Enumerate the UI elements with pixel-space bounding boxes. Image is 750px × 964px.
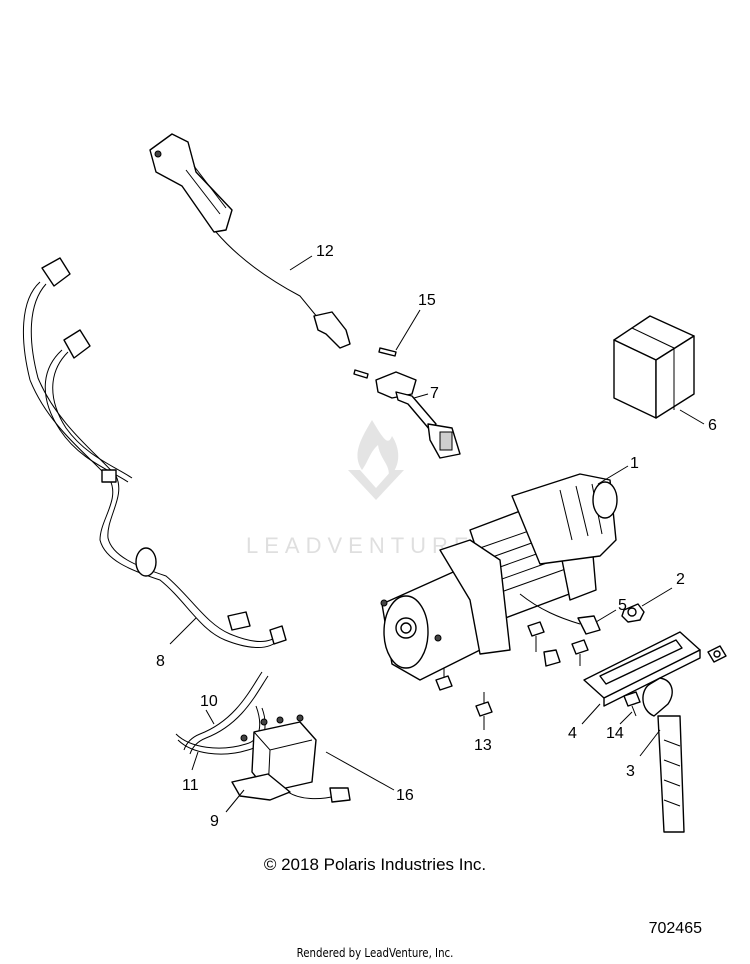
part-7-connector[interactable]	[375, 371, 461, 459]
part-fairlead-bolt[interactable]	[707, 645, 727, 663]
callout-15: 15	[418, 292, 436, 309]
rendered-by-credit: Rendered by LeadVenture, Inc.	[296, 946, 454, 960]
part-2-nut[interactable]	[621, 603, 645, 623]
part-14-bolt[interactable]	[623, 691, 641, 717]
part-11-cable[interactable]	[175, 705, 266, 755]
callout-11: 11	[182, 777, 199, 794]
copyright-notice: © 2018 Polaris Industries Inc.	[263, 855, 487, 874]
watermark-text: LEADVENTURE	[246, 533, 475, 558]
diagram-number: 702465	[648, 920, 702, 937]
part-12-winch-switch[interactable]	[149, 133, 351, 349]
callout-16: 16	[396, 787, 414, 804]
part-9-contactor[interactable]	[231, 714, 351, 803]
callout-10: 10	[200, 693, 218, 710]
callout-9: 9	[210, 813, 219, 830]
part-13-bolts[interactable]	[435, 621, 589, 717]
part-6-box[interactable]	[613, 315, 695, 419]
part-10-cable[interactable]	[183, 671, 269, 755]
callout-13: 13	[474, 737, 492, 754]
part-4-fairlead[interactable]	[583, 631, 701, 707]
part-8-wiring-harness[interactable]	[23, 257, 287, 648]
callout-1: 1	[630, 455, 639, 472]
callout-4: 4	[568, 725, 577, 742]
callout-12: 12	[316, 243, 334, 260]
callout-5: 5	[618, 597, 627, 614]
callout-3: 3	[626, 763, 635, 780]
part-15-screw[interactable]	[353, 347, 397, 379]
part-1-winch[interactable]	[380, 473, 618, 681]
callout-6: 6	[708, 417, 717, 434]
callout-8: 8	[156, 653, 165, 670]
callout-2: 2	[676, 571, 685, 588]
callout-14: 14	[606, 725, 624, 742]
callout-7: 7	[430, 385, 439, 402]
part-3-hook-strap[interactable]	[642, 677, 685, 833]
leadventure-watermark: LEADVENTURE	[246, 420, 475, 558]
